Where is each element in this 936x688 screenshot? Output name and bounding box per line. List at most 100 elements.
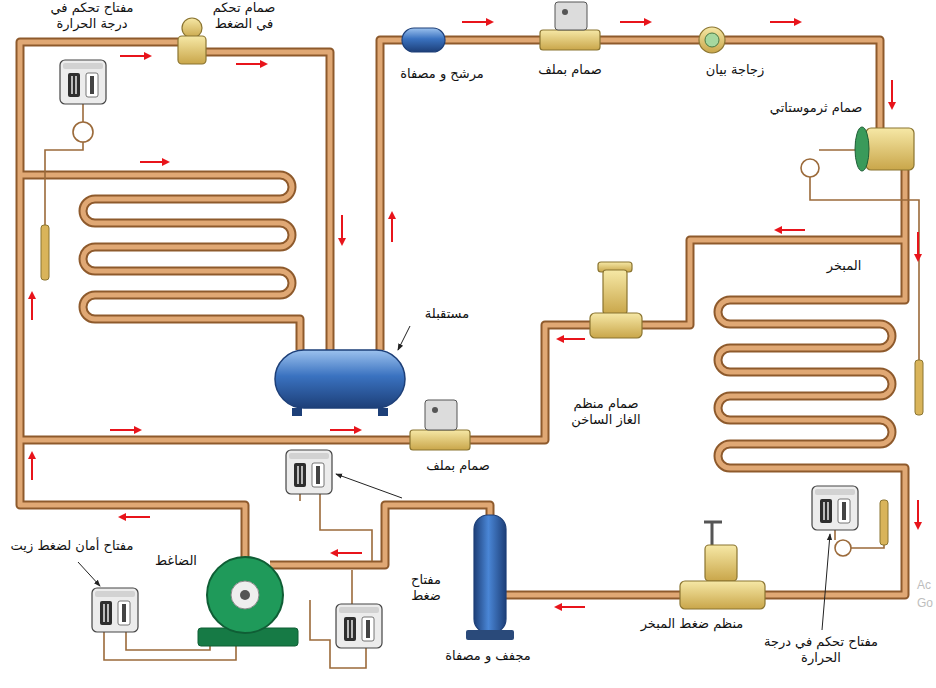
drier-strainer xyxy=(474,515,506,633)
copper-pipe xyxy=(20,175,300,350)
hot-gas-regulator xyxy=(590,313,642,338)
compressor xyxy=(207,557,283,633)
part-label: مفتاح تحكم في درجة الحرارة xyxy=(762,634,880,665)
copper-pipe xyxy=(270,505,490,565)
leader-line xyxy=(398,326,410,350)
solenoid-valve xyxy=(410,430,470,450)
solenoid-valve xyxy=(555,2,587,30)
flow-arrow xyxy=(110,429,138,431)
leader-line xyxy=(78,326,830,630)
flow-arrow xyxy=(120,55,148,57)
flow-arrow xyxy=(560,338,585,340)
expansion-valve xyxy=(855,127,869,171)
part-label: زجاجة بيان xyxy=(690,62,780,78)
flow-arrow xyxy=(341,215,343,242)
switch-symbol xyxy=(286,450,332,494)
capillary-tube xyxy=(45,142,83,225)
sensor-bulb xyxy=(880,500,888,545)
flow-arrow xyxy=(330,429,358,431)
part-label: صمام بملف xyxy=(418,458,498,474)
receiver-tank xyxy=(378,408,388,416)
copper-pipe xyxy=(380,40,402,350)
evaporator-regulator xyxy=(680,581,765,609)
evaporator-regulator xyxy=(680,522,765,609)
capillary-tube xyxy=(834,530,836,540)
part-label: صمام تحكم في الضغط xyxy=(208,0,280,31)
evaporator-regulator xyxy=(704,522,722,545)
copper-pipe xyxy=(20,42,245,557)
watermark-text: Ac xyxy=(916,578,932,592)
sight-glass xyxy=(699,27,725,53)
flow-arrow xyxy=(31,295,33,320)
pressure-valve xyxy=(182,18,202,38)
drier-strainer xyxy=(466,630,514,640)
hot-gas-regulator xyxy=(590,262,642,338)
receiver-tank xyxy=(275,350,405,416)
flow-arrow xyxy=(917,232,919,258)
flow-arrow xyxy=(122,516,150,518)
part-label: صمام بملف xyxy=(528,62,612,78)
compressor xyxy=(198,557,298,646)
flow-arrow xyxy=(391,215,393,242)
copper-pipe xyxy=(380,40,402,350)
hot-gas-regulator xyxy=(603,270,627,314)
evaporator-regulator xyxy=(705,545,737,581)
copper-pipe xyxy=(718,170,905,595)
flow-arrow xyxy=(917,500,919,526)
receiver-tank xyxy=(292,408,302,416)
capillary-tube xyxy=(801,159,819,177)
part-label: صمام ثرموستاتي xyxy=(766,100,866,116)
part-label: مفتاح تحكم في درجة الحرارة xyxy=(38,0,146,31)
receiver-tank xyxy=(275,350,405,408)
copper-pipe xyxy=(506,591,680,600)
flow-arrow xyxy=(236,63,264,65)
leader-line xyxy=(822,534,830,630)
expansion-valve xyxy=(866,128,914,170)
capillary-tube xyxy=(82,104,84,122)
drier-strainer xyxy=(466,515,514,640)
copper-pipe xyxy=(445,40,880,128)
compressor xyxy=(231,581,259,609)
copper-pipe xyxy=(20,40,905,595)
copper-pipe xyxy=(270,505,490,565)
copper-pipe xyxy=(20,240,905,440)
copper-pipe xyxy=(718,170,905,595)
part-label: الضاغط xyxy=(150,553,202,569)
flow-arrow xyxy=(620,21,648,23)
copper-pipe xyxy=(445,40,880,128)
flow-arrow xyxy=(558,606,585,608)
switch-symbol xyxy=(60,60,858,648)
sight-glass xyxy=(705,33,719,47)
switch-symbol xyxy=(336,604,382,648)
part-label: مفتاح ضغط xyxy=(398,572,454,603)
switch-symbol xyxy=(812,486,858,530)
capillary-tube xyxy=(45,104,919,668)
sight-glass xyxy=(699,27,725,53)
sensor-bulb xyxy=(41,225,923,545)
copper-pipe xyxy=(506,593,680,598)
capillary-tube xyxy=(835,540,851,556)
capillary-tube xyxy=(320,494,372,561)
part-label: مرشح و مصفاة xyxy=(392,66,492,82)
part-label: مفتاح أمان لضغط زيت xyxy=(2,538,142,554)
flow-arrow xyxy=(462,21,490,23)
pressure-valve xyxy=(178,36,206,64)
filter-strainer xyxy=(402,28,445,52)
solenoid-valve xyxy=(425,400,457,430)
flow-arrow xyxy=(891,80,893,106)
solenoid-valve xyxy=(432,407,438,413)
flow-arrow xyxy=(140,161,166,163)
sensor-bulb xyxy=(915,360,923,415)
pressure-valve xyxy=(178,18,206,64)
flow-arrow xyxy=(334,552,362,554)
copper-pipe xyxy=(20,40,905,595)
part-label: صمام منظم الغاز الساخن xyxy=(562,396,650,427)
copper-pipe xyxy=(20,40,905,595)
flow-arrow xyxy=(770,21,798,23)
capillary-tube xyxy=(73,122,93,142)
part-label: المبخر xyxy=(812,258,876,274)
leader-line xyxy=(336,474,402,498)
solenoid-valve xyxy=(562,9,568,15)
part-label: مجفف و مصفاة xyxy=(418,648,558,664)
